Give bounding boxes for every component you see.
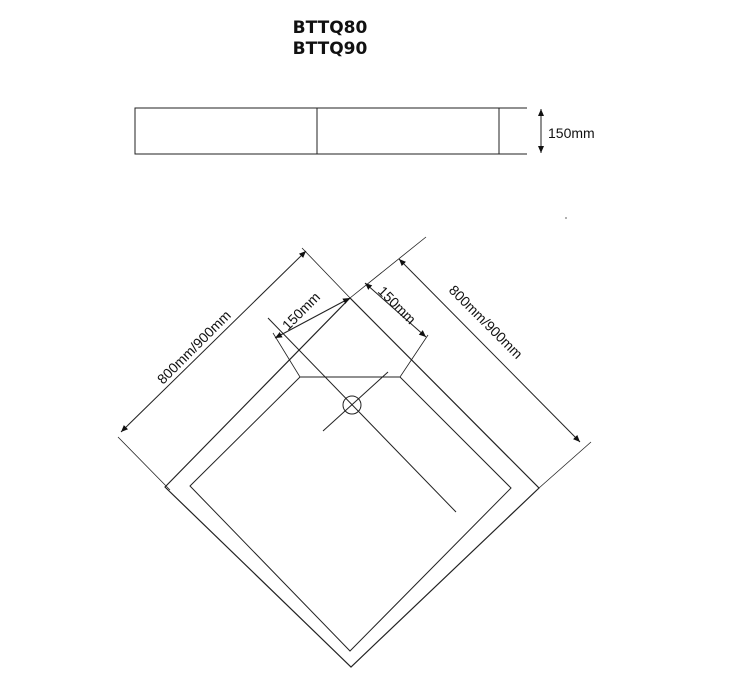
left-side-label: 800mm/900mm [154,307,234,387]
model-title-1: BTTQ80 [292,18,368,38]
upstand-right-ext [399,334,429,378]
plan-view [117,236,592,668]
model-titles: BTTQ80 BTTQ90 [250,18,410,60]
dim-ext-left-b [301,247,353,301]
tray-inner-base [189,376,512,652]
right-side-dimension-line [398,258,581,443]
tray-outer-outline [164,297,540,668]
dim-ext-left-a [117,436,171,491]
height-label: 150mm [548,125,595,141]
upstand-right-label: 150mm [375,283,419,327]
right-side-label: 800mm/900mm [446,282,526,362]
upstand-right-dimension-line [364,282,427,338]
dim-ext-right-b [538,441,592,489]
center-line-2 [322,371,389,432]
center-line-1 [267,317,457,513]
upstand-left-dimension-line [274,297,351,339]
left-side-dimension-line [120,250,307,433]
dim-ext-right-a [349,236,427,299]
model-title-2: BTTQ90 [292,39,368,59]
upstand-left-ext [272,332,301,378]
stray-mark [565,217,567,219]
waste-outlet [342,395,362,415]
side-elevation [134,107,544,155]
upstand-left-label: 150mm [279,289,323,333]
